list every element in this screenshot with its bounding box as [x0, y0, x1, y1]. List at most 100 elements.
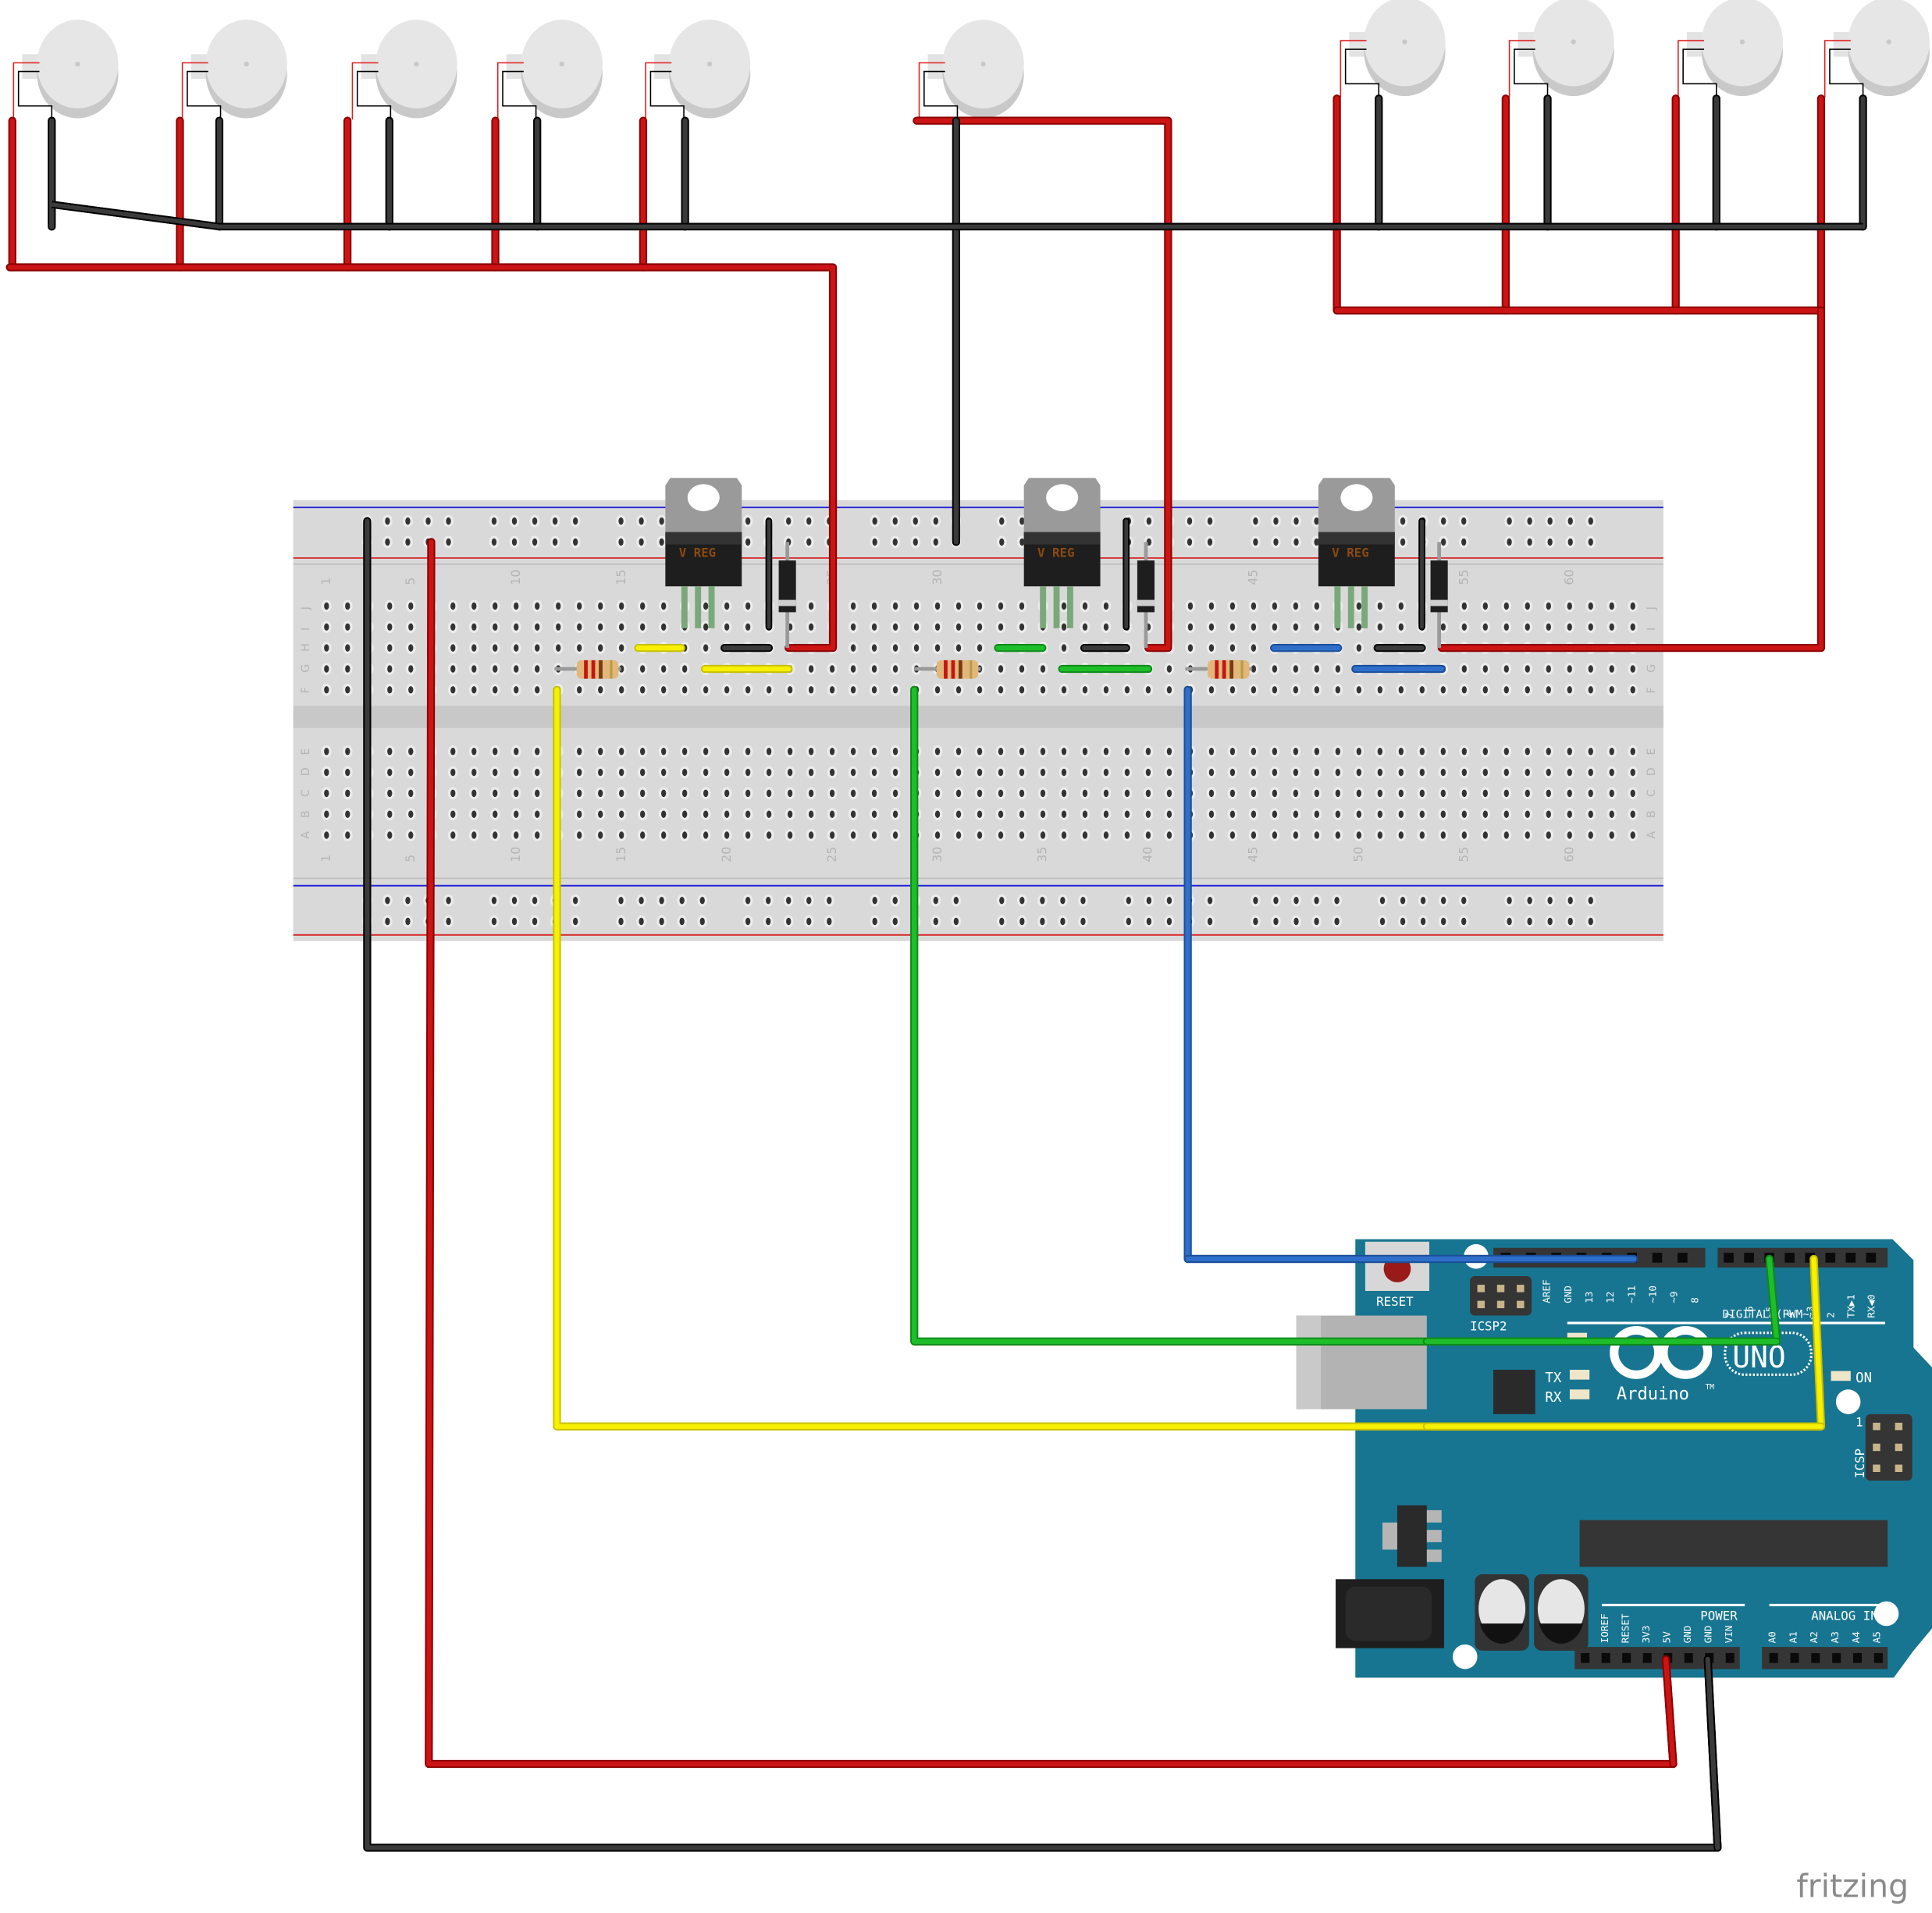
arduino-logo	[1610, 1325, 1813, 1379]
digital-pin[interactable]	[1724, 1253, 1734, 1263]
rail-hole-core	[1314, 896, 1319, 905]
diode[interactable]	[778, 542, 796, 649]
breadboard-hole-core	[1293, 747, 1299, 756]
digital-pin[interactable]	[1845, 1253, 1856, 1263]
mounting-hole	[1835, 1389, 1861, 1414]
analog-pin[interactable]	[1790, 1652, 1799, 1663]
breadboard-hole-core	[1546, 789, 1551, 798]
rail-hole-core	[385, 517, 390, 525]
power-pin[interactable]	[1601, 1652, 1610, 1663]
breadboard-hole-core	[514, 747, 519, 756]
diode[interactable]	[1137, 542, 1155, 649]
vibration-motor[interactable]	[918, 20, 1024, 120]
row-letter-label: C	[300, 789, 312, 797]
voltage-regulator[interactable]: V REG	[1023, 478, 1101, 628]
diode[interactable]	[1430, 542, 1448, 649]
digital-pin[interactable]	[1652, 1253, 1663, 1263]
breadboard-hole-core	[850, 644, 856, 652]
resistor[interactable]	[914, 660, 981, 679]
breadboard-hole-core	[1525, 602, 1530, 610]
motor-lead-red	[496, 62, 524, 120]
voltage-regulator[interactable]: V REG	[665, 478, 742, 628]
power-pin[interactable]	[1581, 1652, 1590, 1663]
vibration-motor[interactable]	[645, 20, 751, 120]
rail-hole-core	[1293, 538, 1299, 546]
breadboard-hole-core	[1082, 623, 1088, 631]
rail-hole-core	[827, 917, 832, 926]
analog-pin[interactable]	[1852, 1652, 1863, 1663]
vibration-motor[interactable]	[181, 20, 287, 120]
analog-pin[interactable]	[1811, 1652, 1820, 1663]
power-pin-label: 3V3	[1640, 1626, 1652, 1644]
vibration-motor[interactable]	[1508, 0, 1614, 98]
vibration-motor[interactable]	[351, 20, 457, 120]
breadboard-hole-core	[598, 789, 603, 798]
breadboard-hole-core	[681, 810, 688, 818]
digital-pin[interactable]	[1784, 1253, 1795, 1263]
breadboard-hole-core	[1314, 747, 1320, 756]
motor-lead-red	[12, 62, 40, 120]
regulator-label: V REG	[1037, 545, 1074, 560]
rail-hole-core	[953, 896, 959, 905]
analog-pin[interactable]	[1769, 1652, 1778, 1663]
digital-pin-label: RX◀0	[1866, 1294, 1877, 1317]
rail-hole-core	[745, 538, 751, 546]
digital-pin[interactable]	[1678, 1253, 1688, 1263]
breadboard-hole-core	[1567, 665, 1572, 673]
breadboard-hole-core	[1061, 831, 1067, 839]
breadboard-hole-core	[1609, 623, 1614, 631]
voltage-regulator[interactable]: V REG	[1318, 478, 1395, 628]
vibration-motor[interactable]	[1340, 0, 1446, 98]
breadboard-hole-core	[1419, 747, 1425, 756]
motor-connector	[1686, 32, 1704, 57]
breadboard-hole-core	[1229, 831, 1236, 839]
digital-pin[interactable]	[1744, 1253, 1754, 1263]
power-pin[interactable]	[1642, 1652, 1652, 1663]
motor-lead-red	[1823, 40, 1851, 98]
power-pin[interactable]	[1725, 1652, 1735, 1663]
diode-cathode-band	[778, 599, 796, 606]
breadboard-hole-core	[703, 747, 709, 756]
breadboard-hole-core	[1335, 665, 1341, 673]
rail-hole-core	[1146, 917, 1152, 926]
breadboard-hole-core	[1208, 686, 1215, 694]
digital-pin[interactable]	[1825, 1253, 1836, 1263]
rail-hole-core	[1334, 917, 1340, 926]
analog-pin[interactable]	[1873, 1652, 1883, 1663]
digital-pin-label: AREF	[1541, 1279, 1553, 1303]
breadboard-hole-core	[640, 602, 646, 610]
breadboard-hole-core	[766, 768, 772, 777]
breadboard-hole-core	[408, 768, 414, 777]
breadboard-hole-core	[913, 644, 920, 652]
breadboard-hole-core	[1082, 602, 1088, 610]
breadboard-hole-core	[934, 789, 941, 798]
breadboard-hole-core	[850, 747, 856, 756]
breadboard-hole-core	[535, 602, 540, 610]
digital-pin[interactable]	[1866, 1253, 1877, 1263]
breadboard-hole-core	[1630, 623, 1635, 631]
power-pin[interactable]	[1684, 1652, 1693, 1663]
rail-hole-core	[1420, 917, 1426, 926]
breadboard-hole-core	[1187, 623, 1194, 631]
breadboard-hole-core	[871, 810, 877, 818]
breadboard-hole-core	[1293, 768, 1299, 777]
motor-center	[414, 61, 419, 67]
vibration-motor[interactable]	[1823, 0, 1930, 98]
breadboard-hole-core	[871, 644, 877, 652]
fritzing-watermark: fritzing	[1796, 1867, 1909, 1904]
analog-pin[interactable]	[1832, 1652, 1841, 1663]
rail-hole-core	[491, 538, 497, 546]
breadboard-hole-core	[556, 602, 561, 610]
power-pin[interactable]	[1622, 1652, 1631, 1663]
regulator-pin	[1334, 586, 1341, 628]
vibration-motor[interactable]	[496, 20, 603, 120]
analog-pin-label: A2	[1808, 1631, 1820, 1643]
breadboard-hole-core	[1145, 747, 1151, 756]
breadboard[interactable]: 1155101015152020252530303535404045455050…	[293, 500, 1663, 941]
vibration-motor[interactable]	[1678, 0, 1784, 98]
analog-label: ANALOG IN	[1811, 1608, 1877, 1623]
resistor[interactable]	[1185, 660, 1252, 679]
vibration-motor[interactable]	[12, 20, 119, 120]
resistor[interactable]	[554, 660, 621, 679]
